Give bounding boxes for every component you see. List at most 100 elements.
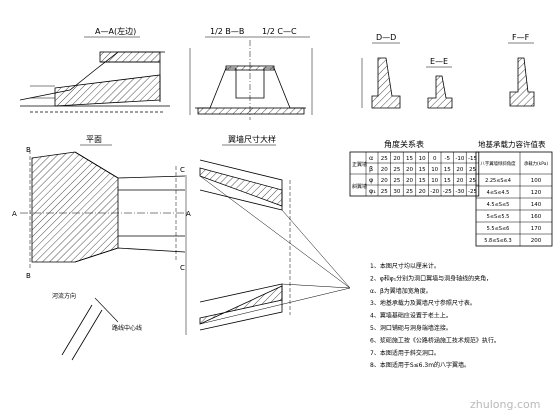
angle-table-cell: 20 (381, 178, 388, 184)
angle-table-cell: -5 (445, 156, 451, 162)
bearing-table-cell: 160 (531, 214, 542, 220)
flow-sketch-line-1 (61, 304, 93, 356)
section-dd-title: D—D (376, 33, 396, 42)
section-ee: E—E (426, 57, 453, 109)
angle-table-cell: 25 (381, 156, 388, 162)
section-ee-title: E—E (430, 57, 448, 66)
wingwall-ray-2 (281, 209, 351, 289)
wingwall-lower-hatched (199, 285, 283, 325)
wingwall-upper-outline (199, 159, 283, 211)
plan-mark-a-right: A (186, 210, 191, 218)
note-line: 7、本图适用于斜交洞口。 (370, 349, 440, 357)
angle-table-cell: 25 (469, 167, 476, 173)
note-line: 1、本图尺寸均以厘米计。 (370, 262, 440, 270)
section-dd-wall (371, 57, 401, 109)
angle-table-title: 角度关系表 (384, 139, 424, 149)
angle-table-cell: -25 (468, 189, 477, 195)
wingwall-detail: 翼墙尺寸大样 (185, 134, 351, 335)
section-bb-cc: 1/2 B—B 1/2 C—C (189, 27, 313, 120)
angle-table-row-label: φ₁ (369, 187, 376, 195)
angle-table-cell: 30 (393, 189, 400, 195)
plan-mark-c-bottom: C (180, 264, 185, 272)
angle-table-cell: 15 (444, 178, 451, 184)
angle-table-cell: 15 (419, 178, 426, 184)
bearing-table-cell: 100 (531, 178, 542, 184)
angle-table-cell: 25 (406, 189, 413, 195)
bearing-table-cell: 2.25≤S≤4 (485, 178, 511, 184)
plan-lower-wing (74, 247, 186, 263)
angle-table-cell: 20 (381, 167, 388, 173)
angle-table-cell: -25 (443, 189, 452, 195)
angle-table-row-label: α (369, 154, 373, 162)
flow-sketch: 河流方向 路线中心线 (52, 292, 142, 361)
bearing-table-cell: 170 (531, 226, 542, 232)
bearing-table-title: 地基承载力容许值表 (478, 139, 546, 149)
angle-table-cell: 20 (456, 178, 463, 184)
note-line: 3、地基承载力及翼墙尺寸参照尺寸表。 (370, 299, 476, 307)
angle-table-cell: 10 (431, 167, 438, 173)
note-line: 8、本图适用于S≤6.3m的八字翼墙。 (370, 361, 470, 369)
bearing-table-cell: 5.5≤S≤6 (487, 226, 510, 232)
note-line: 2、φ和φ₁分别为洞口翼墙与洞身轴线的夹角， (370, 274, 492, 282)
angle-table-cell: 25 (469, 178, 476, 184)
wingwall-title: 翼墙尺寸大样 (228, 134, 276, 144)
section-bb-title: 1/2 B—B (210, 27, 244, 36)
flow-sketch-arrow (94, 297, 119, 323)
angle-table-row-label: β (369, 165, 373, 173)
bearing-table-cell: 140 (531, 202, 542, 208)
angle-table-group-label: 正翼墙 (352, 161, 367, 168)
section-aa-culvert-body (54, 74, 161, 107)
angle-table-cell: -20 (430, 189, 439, 195)
plan-upper-wing (74, 151, 186, 179)
section-aa-headwall (99, 51, 161, 63)
angle-table-cell: 20 (406, 167, 413, 173)
angle-table-cell: 25 (393, 167, 400, 173)
angle-table-cell: 15 (419, 167, 426, 173)
wingwall-lower-outline (199, 283, 283, 331)
bearing-table-border (475, 151, 553, 247)
section-ff: F—F (508, 33, 535, 107)
notes-block: 1、本图尺寸均以厘米计。 2、φ和φ₁分别为洞口翼墙与洞身轴线的夹角， α、β为翼… (370, 262, 500, 369)
plan-title: 平面 (86, 135, 102, 144)
angle-table-cell: 20 (456, 167, 463, 173)
bearing-table-cell: 4.5≤S≤5 (487, 202, 510, 208)
angle-table-cell: 25 (393, 178, 400, 184)
section-bb-cc-base (197, 107, 305, 115)
angle-table-cell: 20 (393, 156, 400, 162)
bearing-table-cell: 5≤S≤5.5 (487, 214, 510, 220)
watermark: zhulong.com (470, 398, 540, 411)
bearing-table-cell: 5.8≤S≤6.3 (484, 238, 511, 244)
angle-table-cell: 15 (406, 156, 413, 162)
plan-headwall-hatched (31, 151, 119, 263)
plan-mark-c-top: C (180, 166, 185, 174)
angle-table-cell: 15 (444, 167, 451, 173)
section-bb-cc-cap (225, 65, 275, 71)
section-dd: D—D (361, 33, 401, 109)
bearing-table-header: 八字翼墙倾斜角度 (480, 160, 516, 167)
angle-table-cell: -15 (468, 156, 477, 162)
flow-sketch-line-2 (71, 309, 103, 361)
plan-mark-b-top: B (26, 146, 31, 154)
note-line: 5、洞口铺砈与洞身端墙连接。 (370, 324, 452, 332)
angle-table-cell: 20 (419, 189, 426, 195)
section-ee-wall (427, 75, 453, 109)
note-line: α、β为翼墙加宽角度。 (370, 287, 432, 295)
angle-table-cell: 10 (431, 178, 438, 184)
flow-sketch-label-road: 路线中心线 (112, 324, 142, 332)
bearing-table-cell: 120 (531, 190, 542, 196)
plan-view: 平面 B B A A C C (12, 135, 191, 280)
section-ff-wall (509, 57, 535, 107)
section-bb-cc-outline (195, 67, 306, 109)
section-aa: A—A(左边) (19, 26, 170, 113)
wingwall-ray-4 (281, 283, 351, 289)
section-aa-title: A—A(左边) (95, 26, 136, 36)
section-cc-title: 1/2 C—C (262, 27, 297, 36)
angle-table-cell: -10 (455, 156, 464, 162)
angle-table-cell: 10 (419, 156, 426, 162)
section-ff-title: F—F (512, 33, 530, 42)
angle-table-row-label: φ (369, 176, 373, 184)
